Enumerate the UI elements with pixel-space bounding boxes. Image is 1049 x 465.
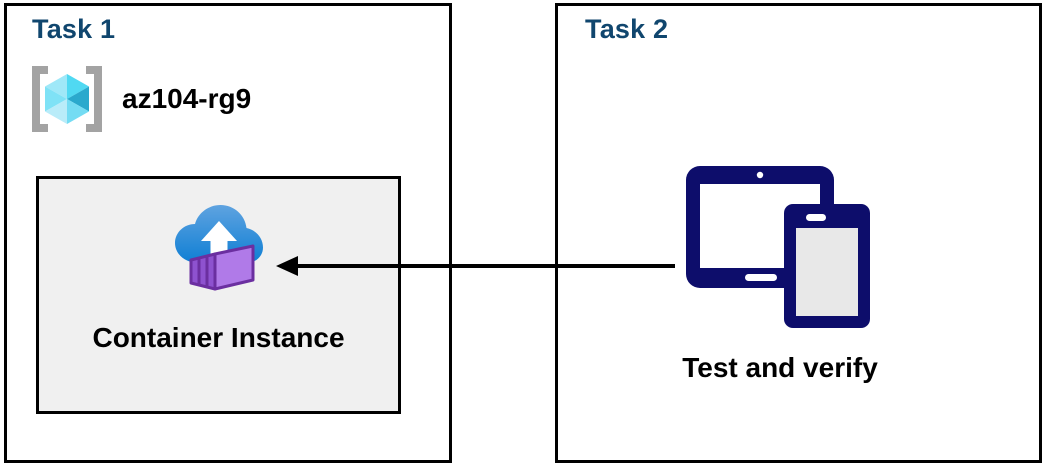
- container-instance-card: Container Instance: [36, 176, 401, 414]
- panel-task-1: [4, 3, 452, 463]
- resource-group-row: az104-rg9: [28, 62, 251, 136]
- tablet-and-phone-icon: [686, 166, 870, 328]
- resource-group-label: az104-rg9: [122, 83, 252, 114]
- container-instance-icon: [174, 205, 263, 291]
- container-instance-label: Container Instance: [92, 322, 345, 353]
- panel-task-2-title: Task 2: [585, 14, 669, 44]
- azure-resource-group-icon: [32, 66, 102, 132]
- panel-task-1-title: Task 1: [32, 14, 116, 44]
- panel-task-2: [555, 3, 1042, 463]
- test-verify-label: Test and verify: [682, 352, 878, 383]
